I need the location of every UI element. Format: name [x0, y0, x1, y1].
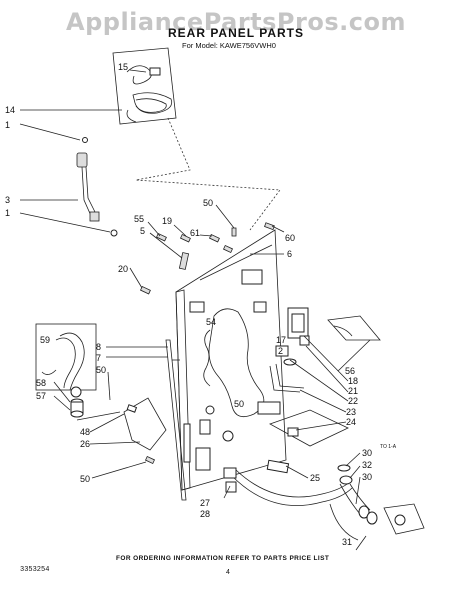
callout-25: 25: [310, 473, 320, 483]
callout-5: 5: [140, 226, 145, 236]
callout-17: 17: [276, 335, 286, 345]
callout-30-bottom: 30: [362, 472, 372, 482]
callout-22: 22: [348, 396, 358, 406]
callout-7: 7: [96, 353, 101, 363]
leader-lines: [19, 69, 371, 505]
pump-outlet: TO 1-A: [329, 444, 425, 551]
callout-15: 15: [118, 62, 128, 72]
callout-27: 27: [200, 498, 210, 508]
callout-50-center: 50: [234, 399, 244, 409]
callout-20: 20: [118, 264, 128, 274]
callout-61: 61: [190, 228, 200, 238]
side-strip: [165, 339, 187, 501]
inlet-hose-assembly: [76, 137, 118, 237]
drain-hose-box: [35, 323, 97, 398]
callout-48: 48: [80, 427, 90, 437]
rear-panel: [175, 229, 287, 491]
callout-32: 32: [362, 460, 372, 470]
document-number: 3353254: [20, 566, 50, 574]
callout-2: 2: [278, 346, 283, 356]
cord-routing-line: [135, 117, 281, 231]
callout-18: 18: [348, 376, 358, 386]
callout-50-top: 50: [203, 198, 213, 208]
callout-14: 14: [5, 105, 15, 115]
screws-hardware: [139, 222, 275, 295]
callout-60: 60: [285, 233, 295, 243]
callout-26: 26: [80, 439, 90, 449]
callout-50-left: 50: [96, 365, 106, 375]
callout-21: 21: [348, 386, 358, 396]
callout-3: 3: [5, 195, 10, 205]
callout-8: 8: [96, 342, 101, 352]
callout-54: 54: [206, 317, 216, 327]
callout-55: 55: [134, 214, 144, 224]
drain-fitting: [70, 398, 121, 421]
callout-59: 59: [40, 335, 50, 345]
callout-24: 24: [346, 417, 356, 427]
power-cord-box-outline: [112, 47, 177, 125]
callout-1-mid: 1: [5, 208, 10, 218]
callout-6: 6: [287, 249, 292, 259]
page-number: 4: [226, 569, 230, 576]
callout-30-top: 30: [362, 448, 372, 458]
callout-57: 57: [36, 391, 46, 401]
callout-23: 23: [346, 407, 356, 417]
watermark: AppliancePartsPros.com: [66, 8, 406, 36]
callout-28: 28: [200, 509, 210, 519]
callout-31: 31: [342, 537, 352, 547]
lower-hoses: [223, 363, 353, 507]
callout-56: 56: [345, 366, 355, 376]
right-bracket: [275, 307, 381, 366]
callout-labels: 15 14 1 3 1 55 5 19 61 50 60 6 20 59 8 7…: [5, 62, 372, 547]
ordering-note: FOR ORDERING INFORMATION REFER TO PARTS …: [116, 555, 330, 562]
callout-19: 19: [162, 216, 172, 226]
page-title: REAR PANEL PARTS: [167, 26, 304, 40]
callout-1-top: 1: [5, 120, 10, 130]
model-line: For Model: KAWE756VWH0: [182, 41, 276, 50]
callout-58: 58: [36, 378, 46, 388]
callout-50-bottom: 50: [80, 474, 90, 484]
pump-bracket: [123, 397, 167, 465]
svg-text:TO 1-A: TO 1-A: [380, 444, 397, 450]
